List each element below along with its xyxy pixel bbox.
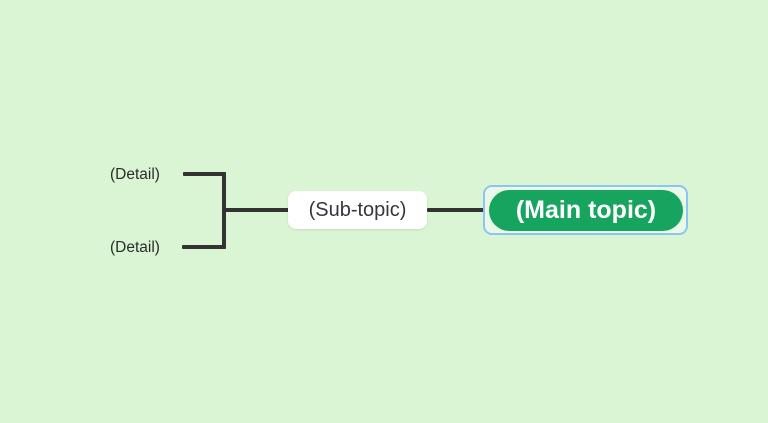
node-main-topic[interactable]: (Main topic): [489, 190, 683, 231]
node-sub-topic[interactable]: (Sub-topic): [288, 191, 427, 229]
connector-subtopic: [225, 208, 289, 212]
node-detail-1[interactable]: (Detail): [110, 166, 160, 183]
connector-vertical: [222, 172, 226, 249]
connector-detail-2: [182, 245, 226, 249]
connector-detail-1: [183, 172, 226, 176]
connector-main-topic: [427, 208, 485, 212]
node-detail-2[interactable]: (Detail): [110, 239, 160, 256]
